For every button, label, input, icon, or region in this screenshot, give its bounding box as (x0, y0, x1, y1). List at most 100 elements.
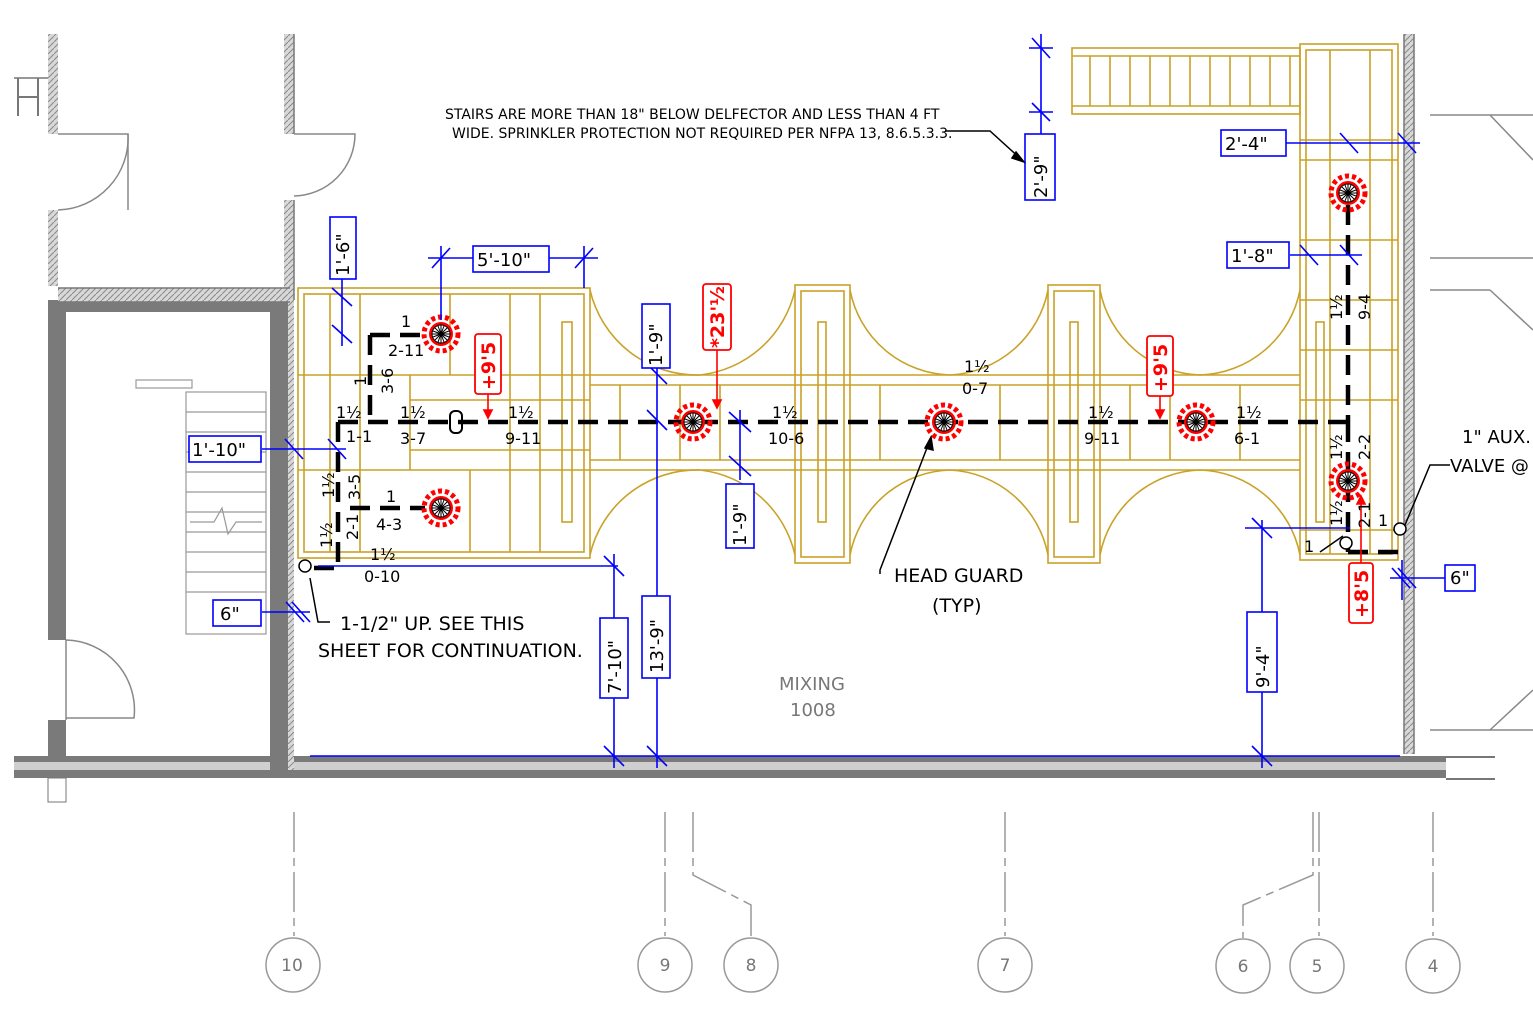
stairs-note-line-2: WIDE. SPRINKLER PROTECTION NOT REQUIRED … (452, 126, 952, 142)
dim-1-10: 1'-10" (192, 440, 246, 461)
pipe-length: 2-11 (388, 341, 424, 360)
dim-2-4: 2'-4" (1225, 134, 1268, 155)
elevation-tag: +8'5 (1351, 570, 1373, 618)
dim-6-left: 6" (220, 604, 240, 625)
dim-1-8: 1'-8" (1231, 246, 1274, 267)
sprinkler-head-icon (1179, 405, 1213, 439)
grid-bubble-7 (977, 937, 1033, 993)
leader-lines (309, 130, 1450, 623)
grid-lines (293, 812, 1434, 938)
pipe-size: 1 (351, 376, 370, 386)
dim-2-9: 2'-9" (1031, 155, 1052, 198)
pipe-size: 1 (401, 312, 411, 331)
pipe-size: 1½ (370, 545, 396, 564)
pipe-length: 2-2 (1355, 434, 1374, 460)
grid-bubble-8 (723, 937, 779, 993)
pipe-length: 2-1 (1355, 502, 1374, 528)
room-number: 1008 (790, 700, 836, 721)
dim-1-9-top: 1'-9" (646, 323, 667, 366)
elevation-tag: +9'5 (478, 342, 500, 390)
pipe-length: 0-7 (962, 379, 988, 398)
pipe-size: 1½ (508, 403, 534, 422)
pipe-fitting (449, 410, 463, 434)
dim-6-right: 6" (1450, 568, 1470, 589)
elevation-pointers (482, 350, 1367, 563)
elevation-tag: *23'½ (707, 286, 729, 348)
pipe-size: 1 (1304, 537, 1314, 556)
pipe-size: 1½ (1088, 403, 1114, 422)
grid-label: 8 (746, 956, 757, 976)
grid-label: 5 (1312, 957, 1323, 977)
pipe-length: 4-3 (376, 515, 402, 534)
dim-1-6: 1'-6" (333, 233, 354, 276)
pipe-size: 1½ (964, 357, 990, 376)
pipe-size: 1½ (317, 522, 336, 548)
pipe-size: 1½ (1236, 403, 1262, 422)
pipe-labels: 1 2-11 1 3-6 1½ 1-1 1½ 3-7 1½ 9-11 1½ 3-… (317, 294, 1388, 586)
head-guard-typ: (TYP) (932, 595, 982, 617)
grid-bubble-4 (1405, 938, 1461, 994)
dim-9-4: 9'-4" (1253, 645, 1274, 688)
riser-note-line-2: SHEET FOR CONTINUATION. (318, 640, 583, 662)
riser-symbol (1339, 536, 1353, 550)
pipe-length: 6-1 (1234, 429, 1260, 448)
dim-5-10: 5'-10" (477, 250, 531, 271)
sprinkler-head-icon (424, 317, 458, 351)
aux-valve-symbol (1393, 522, 1407, 536)
riser-note-line-1: 1-1/2" UP. SEE THIS (340, 613, 524, 635)
grid-label: 4 (1428, 957, 1439, 977)
pipe-length: 9-11 (1084, 429, 1120, 448)
pipe-length: 10-6 (768, 429, 804, 448)
left-stairs (135, 379, 267, 635)
sprinkler-head-icon (927, 405, 961, 439)
elevation-tag: +9'5 (1150, 344, 1172, 392)
grid-bubble-5 (1289, 938, 1345, 994)
pipe-size: 1½ (1327, 434, 1346, 460)
sprinkler-head-icon (676, 405, 710, 439)
dim-7-10: 7'-10" (605, 640, 626, 694)
grid-bubble-6 (1215, 938, 1271, 994)
pipe-size: 1½ (319, 472, 338, 498)
head-guard-note: HEAD GUARD (894, 565, 1023, 587)
sprinkler-piping (312, 205, 1398, 571)
pipe-length: 9-11 (505, 429, 541, 448)
pipe-size: 1 (1378, 511, 1388, 530)
dim-13-9: 13'-9" (647, 619, 668, 673)
pipe-size: 1 (386, 487, 396, 506)
grid-bubbles (265, 937, 1461, 994)
dimension-texts: 2'-9" 2'-4" 1'-8" 1'-6" 5'-10" 1'-9" 1'-… (192, 134, 1470, 694)
riser-symbol (298, 559, 312, 573)
pipe-size: 1½ (1327, 294, 1346, 320)
pipe-length: 2-1 (343, 514, 362, 540)
grid-label: 7 (1000, 956, 1011, 976)
pipe-size: 1½ (400, 403, 426, 422)
sprinkler-head-icon (424, 491, 458, 525)
pipe-size: 1½ (1327, 500, 1346, 526)
dimension-boxes (188, 129, 1476, 699)
aux-valve-note-line-1: 1" AUX. (1462, 427, 1531, 448)
room-label: MIXING 1008 (779, 674, 845, 721)
walls (14, 34, 1533, 803)
grid-bubble-10 (265, 937, 321, 993)
pipe-size: 1½ (772, 403, 798, 422)
aux-valve-note-line-2: VALVE @ (1450, 456, 1529, 477)
dimension-lines (262, 34, 1446, 768)
dim-1-9-mid: 1'-9" (730, 503, 751, 546)
room-name: MIXING (779, 674, 845, 695)
pipe-length: 0-10 (364, 567, 400, 586)
grid-label: 9 (660, 956, 671, 976)
pipe-length: 3-6 (378, 368, 397, 394)
pipe-length: 3-7 (400, 429, 426, 448)
pipe-length: 1-1 (346, 427, 372, 446)
pipe-length: 9-4 (1355, 294, 1374, 320)
annotations: STAIRS ARE MORE THAN 18" BELOW DELFECTOR… (318, 107, 1531, 662)
pipe-size: 1½ (336, 403, 362, 422)
sprinkler-head-icon (1331, 176, 1365, 210)
grid-label: 6 (1238, 957, 1249, 977)
sprinkler-head-icon (1331, 464, 1365, 498)
pipe-length: 3-5 (345, 474, 364, 500)
stairs-note-line-1: STAIRS ARE MORE THAN 18" BELOW DELFECTOR… (445, 107, 940, 123)
grid-bubble-9 (637, 937, 693, 993)
grid-label: 10 (281, 956, 303, 976)
